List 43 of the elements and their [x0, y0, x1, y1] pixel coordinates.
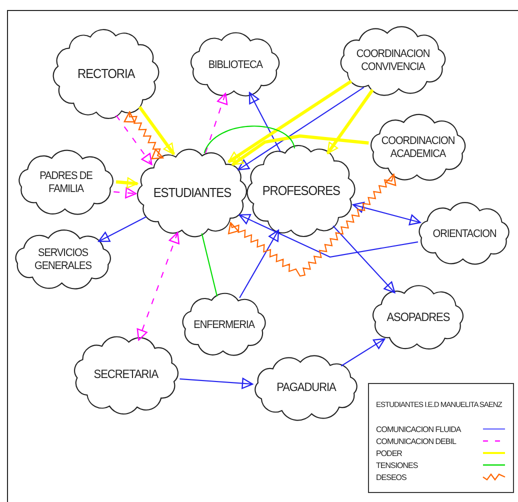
connector — [352, 202, 421, 226]
cloud-node — [244, 144, 358, 238]
connector — [116, 114, 152, 166]
connector — [326, 88, 374, 154]
legend-label: COMUNICACION DEBIL — [376, 436, 456, 446]
connector — [204, 92, 228, 154]
node-label: RECTORIA — [76, 66, 136, 82]
legend-label: COMUNICACION FLUIDA — [376, 424, 461, 434]
node-label: PAGADURIA — [275, 381, 338, 395]
node-label: COORDINACION CONVIVENCIA — [355, 48, 431, 74]
node-label: SERVICIOS GENERALES — [34, 247, 92, 273]
connector — [340, 338, 386, 366]
node-label: BIBLIOTECA — [206, 58, 264, 72]
node-label: PROFESORES — [261, 184, 341, 198]
connector — [228, 80, 352, 164]
connector — [332, 226, 396, 294]
connector — [136, 232, 180, 341]
legend-label: PODER — [376, 448, 402, 458]
connector — [201, 233, 218, 297]
node-label: SECRETARIA — [92, 368, 160, 382]
legend-label: TENSIONES — [376, 460, 418, 470]
connector — [114, 187, 137, 198]
node-label: COORDINACION ACADEMICA — [380, 135, 456, 161]
connector — [204, 126, 296, 154]
cloud-node — [134, 148, 250, 238]
cloud-node — [50, 28, 162, 120]
connector — [116, 177, 138, 188]
connector — [232, 134, 369, 166]
connector — [180, 378, 254, 389]
node-label: PADRES DE FAMILIA — [38, 170, 94, 196]
node-label: ORIENTACION — [431, 228, 497, 240]
node-label: ASOPADRES — [386, 311, 451, 325]
connector — [238, 214, 418, 258]
connector — [138, 106, 176, 156]
connector — [238, 86, 364, 170]
legend-label: DESEOS — [376, 472, 406, 482]
connector — [98, 216, 147, 242]
node-label: ENFERMERIA — [192, 318, 256, 332]
connector — [239, 230, 280, 298]
node-label: ESTUDIANTES — [152, 186, 232, 200]
connector — [228, 174, 396, 277]
connector — [248, 92, 281, 152]
connector — [124, 111, 164, 160]
